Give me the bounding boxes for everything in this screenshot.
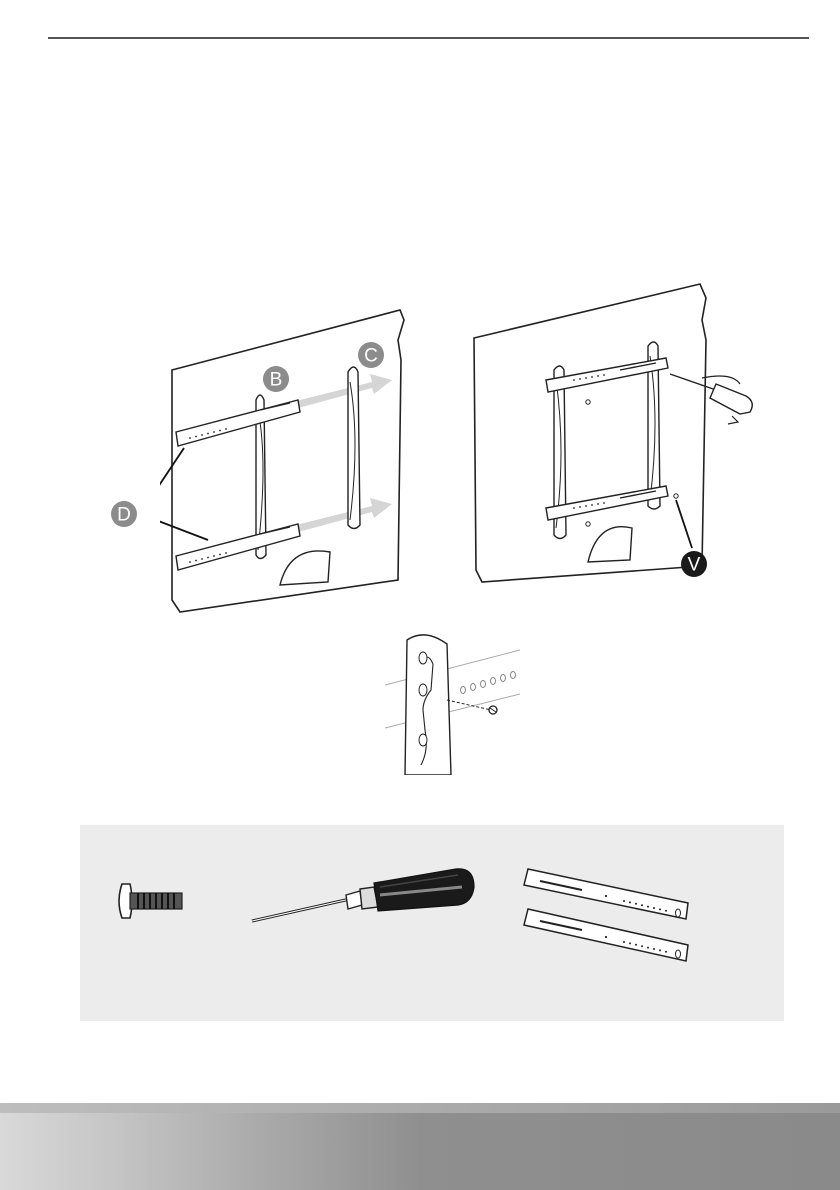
callout-d-label: D bbox=[117, 505, 131, 526]
callout-c: C bbox=[357, 341, 385, 369]
callout-v-label: V bbox=[688, 555, 701, 576]
screw-icon bbox=[118, 880, 188, 922]
callout-d: D bbox=[110, 500, 138, 528]
detail-illustration bbox=[385, 630, 525, 775]
screwdriver-icon bbox=[248, 865, 480, 937]
horizontal-rails-icon bbox=[520, 863, 695, 971]
callout-v: V bbox=[680, 550, 708, 578]
footer-band bbox=[0, 1103, 840, 1190]
callout-c-label: C bbox=[364, 346, 378, 367]
parts-panel bbox=[80, 825, 784, 1021]
step-illustration-right bbox=[470, 280, 760, 590]
callout-b-label: B bbox=[270, 370, 283, 391]
callout-b: B bbox=[262, 365, 290, 393]
header-rule bbox=[48, 37, 809, 39]
